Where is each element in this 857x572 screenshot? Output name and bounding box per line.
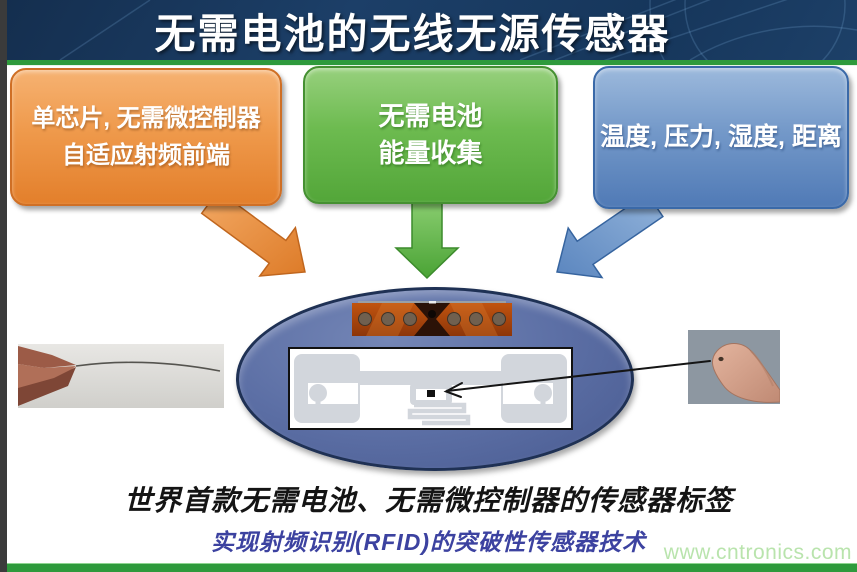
header-rule [0, 60, 857, 66]
footer-headline: 世界首款无需电池、无需微控制器的传感器标签 [123, 485, 733, 516]
feature-box-rf-frontend-line2: 自适应射频前端 [62, 142, 230, 169]
flow-arrows [200, 189, 664, 280]
feature-box-sensing-modes: 温度, 压力, 湿度, 距离 [593, 66, 849, 209]
arrow-green [394, 197, 460, 280]
fingertip-chip-dot [718, 356, 724, 362]
arrow-blue [556, 192, 664, 279]
slide-title: 无需电池的无线无源传感器 [154, 11, 671, 57]
fingertip-chip-photo [688, 330, 780, 404]
feature-box-battery-free-line2: 能量收集 [378, 138, 483, 168]
globe-wireframe-decoration [59, 0, 857, 60]
pcb-antenna-photo [352, 301, 512, 336]
thin-tag-photo-graphic [18, 344, 224, 408]
feature-box-rf-frontend: 单芯片, 无需微控制器 自适应射频前端 [10, 68, 282, 206]
watermark-text: www.cntronics.com [663, 541, 852, 564]
arrow-orange [200, 189, 306, 277]
pcb-antenna-graphic [352, 301, 512, 336]
rfid-inlay-diagram [288, 347, 573, 430]
tag-chip [427, 390, 435, 397]
title-bar: 无需电池的无线无源传感器 [0, 0, 857, 60]
footer-subline: 实现射频识别(RFID)的突破性传感器技术 [211, 529, 646, 555]
thin-tag-photo [18, 344, 224, 408]
left-edge-strip [0, 0, 7, 572]
rfid-inlay-graphic [294, 354, 567, 426]
feature-box-battery-free-line1: 无需电池 [378, 101, 483, 131]
feature-box-rf-frontend-line1: 单芯片, 无需微控制器 [31, 105, 261, 132]
fingertip-chip-photo-graphic [688, 330, 780, 404]
feature-box-battery-free: 无需电池 能量收集 [303, 66, 558, 204]
feature-box-sensing-modes-line1: 温度, 压力, 湿度, 距离 [600, 123, 842, 151]
bottom-bar [0, 563, 857, 572]
